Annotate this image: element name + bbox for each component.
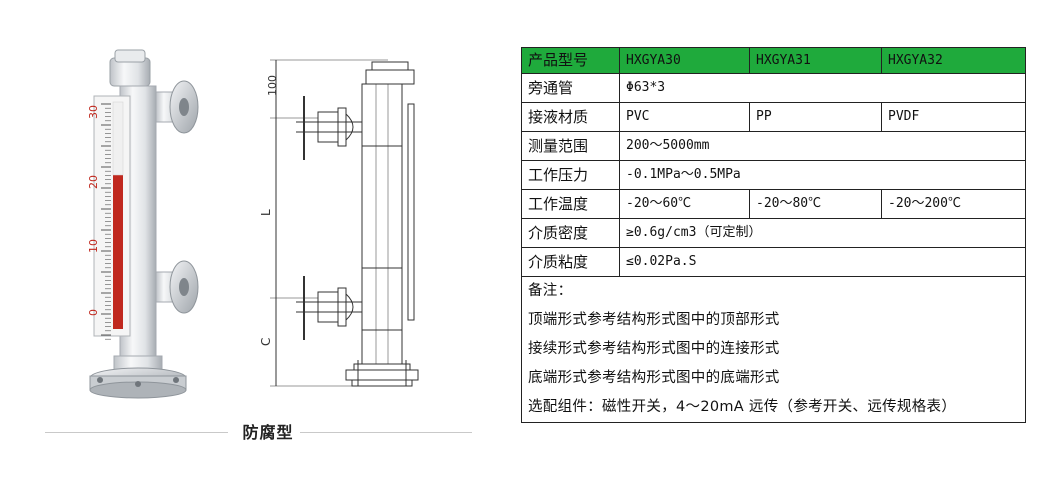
row-label: 工作温度 xyxy=(521,189,620,219)
note-heading: 备注： xyxy=(521,276,1026,306)
table-row: 测量范围 200～5000mm xyxy=(521,131,1026,161)
row-label: 测量范围 xyxy=(521,131,620,161)
dim-label-c: C xyxy=(259,338,273,346)
spec-table: 产品型号 HXGYA30 HXGYA31 HXGYA32 旁通管 Φ63*3 接… xyxy=(521,47,1026,423)
note-line: 底端形式参考结构形式图中的底端形式 xyxy=(521,364,1026,393)
scale-label-10: 10 xyxy=(87,239,100,253)
scale-label-20: 20 xyxy=(87,175,100,189)
table-row: 介质密度 ≥0.6g/cm3（可定制） xyxy=(521,218,1026,248)
scale-ticks xyxy=(101,103,111,340)
row-value: -20～60℃ xyxy=(619,189,750,219)
model-hxgya31: HXGYA31 xyxy=(749,47,882,74)
table-row: 介质粘度 ≤0.02Pa.S xyxy=(521,247,1026,277)
note-line: 顶端形式参考结构形式图中的顶部形式 xyxy=(521,306,1026,335)
row-value: Φ63*3 xyxy=(619,73,1026,103)
note-line: 选配组件：磁性开关，4～20mA 远传（参考开关、远传规格表） xyxy=(521,393,1026,423)
row-label: 接液材质 xyxy=(521,102,620,132)
header-label: 产品型号 xyxy=(521,47,620,74)
dim-label-l: L xyxy=(259,209,273,216)
note-row: 备注： xyxy=(521,276,1026,306)
note-row: 底端形式参考结构形式图中的底端形式 xyxy=(521,364,1026,393)
row-label: 介质粘度 xyxy=(521,247,620,277)
dim-label-top: 100 xyxy=(266,75,279,96)
row-value: -20～80℃ xyxy=(749,189,882,219)
model-hxgya30: HXGYA30 xyxy=(619,47,750,74)
row-label: 工作压力 xyxy=(521,160,620,190)
row-value: PVDF xyxy=(881,102,1026,132)
table-row: 接液材质 PVC PP PVDF xyxy=(521,102,1026,132)
note-row: 顶端形式参考结构形式图中的顶部形式 xyxy=(521,306,1026,335)
note-row: 接续形式参考结构形式图中的连接形式 xyxy=(521,335,1026,364)
product-photo: 30 20 10 0 xyxy=(87,49,199,399)
table-header-row: 产品型号 HXGYA30 HXGYA31 HXGYA32 xyxy=(521,47,1026,74)
note-row: 选配组件：磁性开关，4～20mA 远传（参考开关、远传规格表） xyxy=(521,393,1026,423)
row-label: 旁通管 xyxy=(521,73,620,103)
technical-drawing: 100 L C xyxy=(259,59,419,387)
scale-label-0: 0 xyxy=(87,309,100,316)
table-row: 工作压力 -0.1MPa～0.5MPa xyxy=(521,160,1026,190)
row-value: 200～5000mm xyxy=(619,131,1026,161)
note-line: 接续形式参考结构形式图中的连接形式 xyxy=(521,335,1026,364)
row-value: ≤0.02Pa.S xyxy=(619,247,1026,277)
row-value: -0.1MPa～0.5MPa xyxy=(619,160,1026,190)
caption-divider-right xyxy=(300,432,472,433)
product-caption: 防腐型 xyxy=(242,423,294,442)
row-value: ≥0.6g/cm3（可定制） xyxy=(619,218,1026,248)
row-value: -20～200℃ xyxy=(881,189,1026,219)
scale-label-30: 30 xyxy=(87,105,100,119)
model-hxgya32: HXGYA32 xyxy=(881,47,1026,74)
row-value: PP xyxy=(749,102,882,132)
level-indicator xyxy=(113,175,123,329)
row-value: PVC xyxy=(619,102,750,132)
caption-divider-left xyxy=(45,432,228,433)
row-label: 介质密度 xyxy=(521,218,620,248)
table-row: 旁通管 Φ63*3 xyxy=(521,73,1026,103)
table-row: 工作温度 -20～60℃ -20～80℃ -20～200℃ xyxy=(521,189,1026,219)
